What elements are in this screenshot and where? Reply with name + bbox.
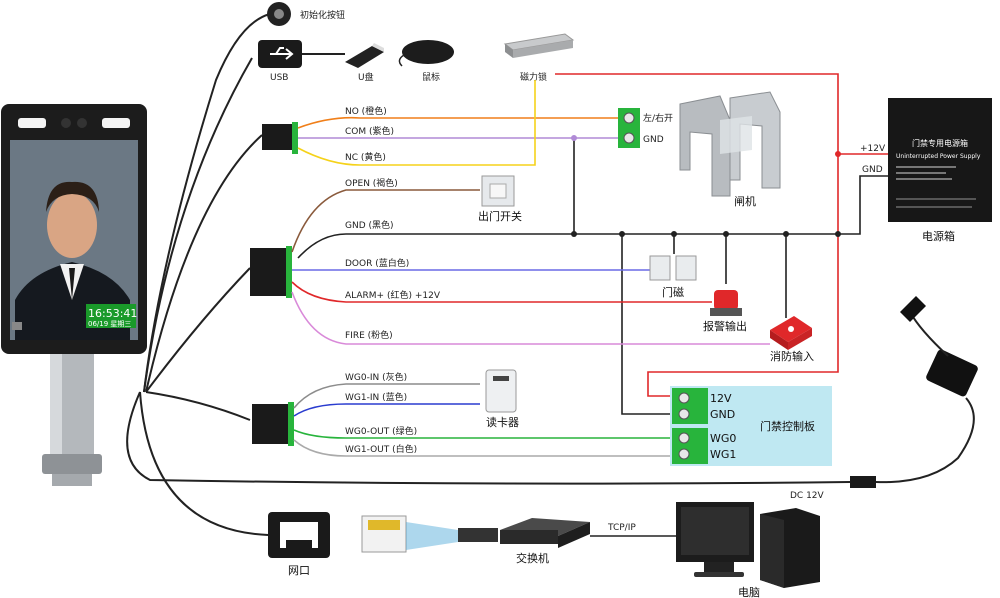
computer-label: 电脑 (738, 586, 760, 598)
wg1-out-label: WG1-OUT (白色) (345, 443, 417, 455)
card-reader-icon: 读卡器 (485, 369, 519, 429)
computer-icon: 电脑 (676, 502, 820, 598)
gnd-node-5 (783, 231, 789, 237)
power-box-title: 门禁专用电源箱 (912, 138, 968, 148)
gate-terminal-block: 左/右开 GND (618, 108, 673, 148)
mouse-label: 鼠标 (422, 71, 440, 83)
udisk-icon: U盘 (345, 43, 384, 83)
init-button-label: 初始化按钮 (300, 9, 345, 21)
relay-connector (262, 122, 298, 154)
alarm-label: ALARM+ (红色) +12V (345, 289, 441, 301)
alarm-icon: 报警输出 (703, 290, 747, 333)
gnd-black-label: GND (黑色) (345, 219, 394, 231)
gnd-node-6 (835, 231, 841, 237)
door-sensor-label: 门磁 (662, 285, 684, 299)
term-wg0-label: WG0 (710, 432, 736, 445)
gate-icon: 闸机 (679, 91, 781, 208)
controller-label: 门禁控制板 (760, 419, 815, 433)
tcpip-label: TCP/IP (607, 523, 636, 533)
io-connector (250, 246, 292, 298)
udisk-label: U盘 (358, 71, 374, 83)
gnd-node-1 (571, 231, 577, 237)
card-reader-label: 读卡器 (486, 415, 519, 429)
open-label: OPEN (褐色) (345, 177, 398, 189)
power-box-subtitle: Uninterrupted Power Supply (896, 153, 981, 160)
wiegand-wires (293, 383, 670, 457)
cable-bundle (126, 13, 851, 536)
nc-label: NC (黄色) (345, 151, 386, 163)
gate-label: 闸机 (734, 194, 756, 208)
com-junction (571, 135, 577, 141)
dc12v-label: DC 12V (790, 491, 825, 501)
left-right-open-label: 左/右开 (643, 112, 673, 124)
rj45-plug-icon (361, 515, 498, 553)
red-power-line (555, 73, 888, 397)
controller-board: 12V GND WG0 WG1 门禁控制板 (670, 386, 832, 466)
network-port-icon[interactable]: 网口 (268, 512, 330, 577)
device-date: 06/19 星期三 (88, 320, 131, 328)
fire-alarm-icon: 消防输入 (770, 316, 814, 363)
door-label: DOOR (蓝白色) (345, 257, 409, 269)
no-label: NO (橙色) (345, 105, 387, 117)
usb-port[interactable]: USB (258, 40, 302, 83)
com-label: COM (紫色) (345, 125, 394, 137)
gnd-bus (297, 175, 888, 415)
relay-wires (297, 80, 618, 166)
switch-label: 交换机 (516, 551, 549, 565)
usb-label: USB (270, 73, 288, 83)
io-wires (291, 189, 770, 345)
term-12v-label: 12V (710, 392, 732, 405)
face-terminal: 16:53:41 06/19 星期三 (1, 104, 147, 486)
wg1-in-label: WG1-IN (蓝色) (345, 391, 407, 403)
term-wg1-label: WG1 (710, 448, 736, 461)
gnd-node-4 (723, 231, 729, 237)
gate-gnd-label: GND (643, 135, 664, 145)
fire-label: FIRE (粉色) (345, 329, 393, 341)
term-gnd-label: GND (710, 408, 735, 421)
plus12v-label: +12V (860, 144, 886, 154)
power-box: 门禁专用电源箱 Uninterrupted Power Supply 电源箱 (888, 98, 992, 243)
init-button[interactable]: 初始化按钮 (267, 2, 345, 26)
alarm-out-label: 报警输出 (703, 319, 747, 333)
exit-switch-label: 出门开关 (478, 209, 522, 223)
device-time: 16:53:41 (88, 307, 137, 320)
wiegand-connector (252, 402, 294, 446)
time-panel (86, 304, 136, 328)
wg0-out-label: WG0-OUT (绿色) (345, 425, 417, 437)
gnd-right-label: GND (862, 165, 883, 175)
gnd-node-2 (619, 231, 625, 237)
exit-switch-icon: 出门开关 (478, 175, 522, 223)
maglock-label: 磁力锁 (520, 71, 547, 83)
door-sensor-icon: 门磁 (649, 255, 697, 299)
power-box-label: 电源箱 (922, 229, 955, 243)
fire-in-label: 消防输入 (770, 349, 814, 363)
maglock-icon: 磁力锁 (503, 33, 575, 83)
dc-adapter: DC 12V (790, 296, 978, 501)
mouse-icon: 鼠标 (398, 40, 454, 83)
red-junction (835, 151, 841, 157)
wg0-in-label: WG0-IN (灰色) (345, 371, 407, 383)
netport-label: 网口 (288, 564, 310, 577)
network-switch-icon: 交换机 (500, 518, 590, 565)
